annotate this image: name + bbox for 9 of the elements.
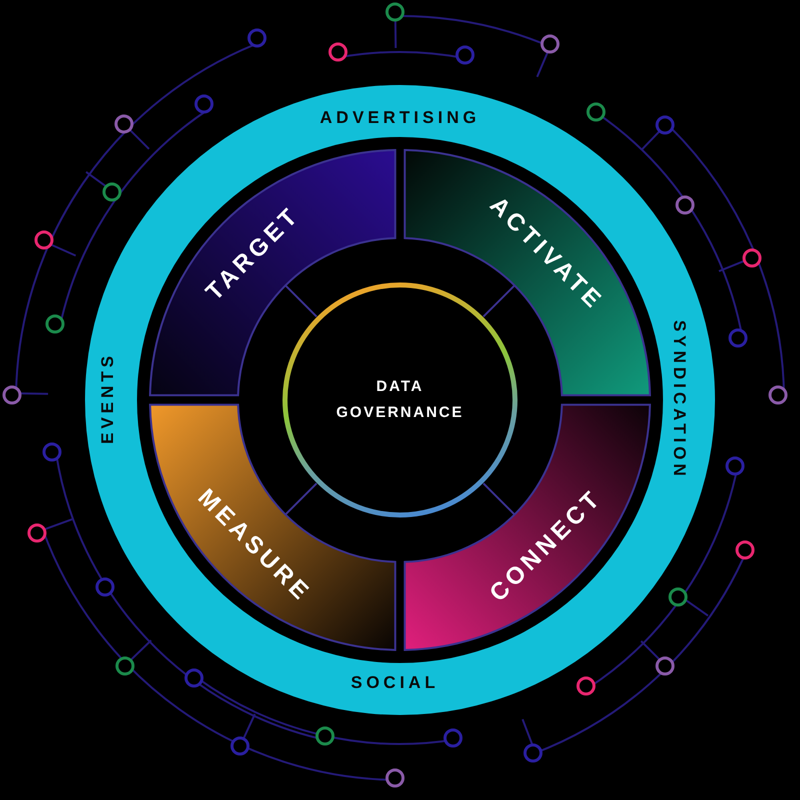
center-label: DATA GOVERNANCE — [335, 377, 465, 423]
connector-line — [284, 482, 318, 516]
connector-line — [482, 284, 516, 318]
ring-label: ADVERTISING — [320, 108, 480, 128]
connector-line — [284, 284, 318, 318]
ring-label: SYNDICATION — [669, 320, 689, 480]
ring-label: EVENTS — [98, 352, 118, 444]
ring-label: SOCIAL — [350, 673, 440, 693]
connector-line — [482, 482, 516, 516]
